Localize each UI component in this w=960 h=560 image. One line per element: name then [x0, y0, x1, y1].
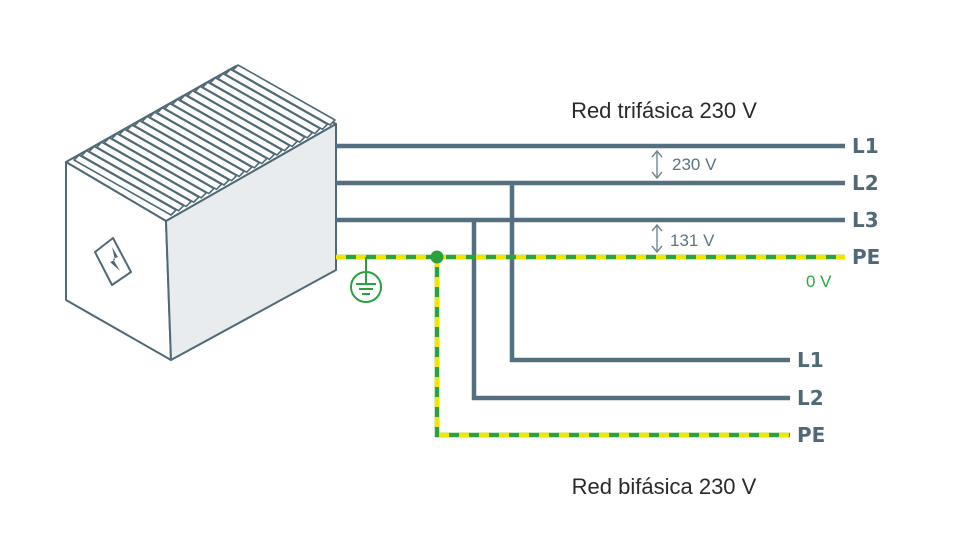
three-phase-label-l2: L2 [852, 171, 879, 195]
three-phase-label-l3: L3 [852, 208, 879, 232]
three-phase-title: Red trifásica 230 V [571, 98, 757, 123]
two-phase-pe-wire [434, 257, 790, 438]
voltage-arrow-l1-l2 [651, 149, 663, 180]
transformer-box-icon [65, 64, 337, 361]
ground-symbol-icon [350, 257, 382, 303]
pe-junction-dot [430, 250, 444, 264]
three-phase-label-pe: PE [852, 245, 880, 269]
two-phase-label-l2: L2 [797, 386, 824, 410]
voltage-label-pe: 0 V [806, 272, 832, 291]
two-phase-l2-wire [471, 220, 790, 401]
three-phase-label-l1: L1 [852, 134, 879, 158]
two-phase-label-l1: L1 [797, 348, 824, 372]
two-phase-title: Red bifásica 230 V [572, 474, 757, 499]
voltage-label-l3-pe: 131 V [670, 231, 715, 250]
cooling-fin [232, 64, 336, 126]
high-voltage-warning-icon [94, 237, 132, 286]
cooling-fins [73, 64, 336, 216]
two-phase-label-pe: PE [797, 423, 825, 447]
two-phase-l1-wire [509, 183, 790, 363]
voltage-arrow-l3-pe [651, 223, 663, 254]
voltage-label-l1-l2: 230 V [672, 155, 717, 174]
